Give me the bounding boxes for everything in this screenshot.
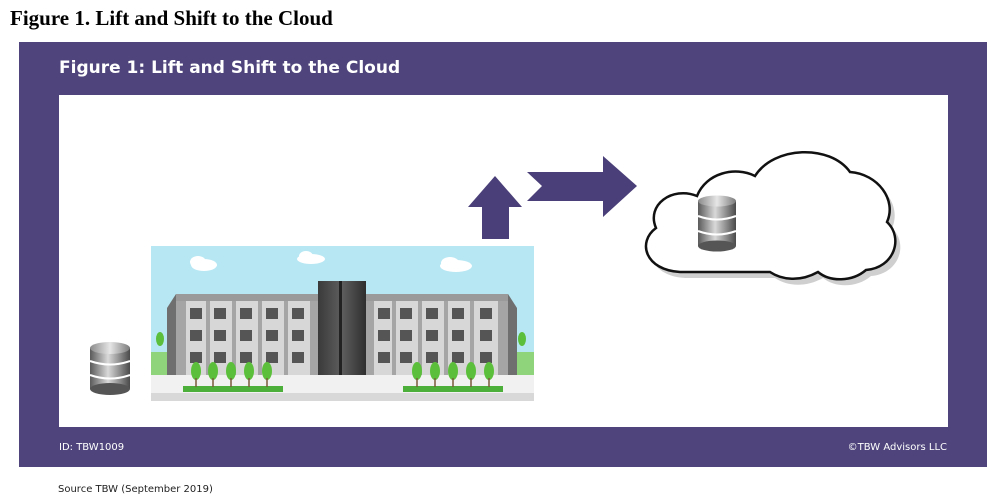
up-arrow-icon (468, 176, 522, 239)
figure-id: ID: TBW1009 (59, 442, 125, 453)
database-icon (89, 342, 131, 395)
source-note: Source TBW (September 2019) (58, 484, 213, 495)
cloud-database-icon (697, 195, 737, 252)
document-heading: Figure 1. Lift and Shift to the Cloud (10, 6, 333, 30)
cloud-icon (644, 151, 901, 286)
figure-title: Figure 1: Lift and Shift to the Cloud (59, 58, 401, 78)
right-arrow-icon (527, 156, 637, 217)
figure-copyright: ©TBW Advisors LLC (847, 442, 947, 453)
building-illustration (151, 246, 534, 401)
